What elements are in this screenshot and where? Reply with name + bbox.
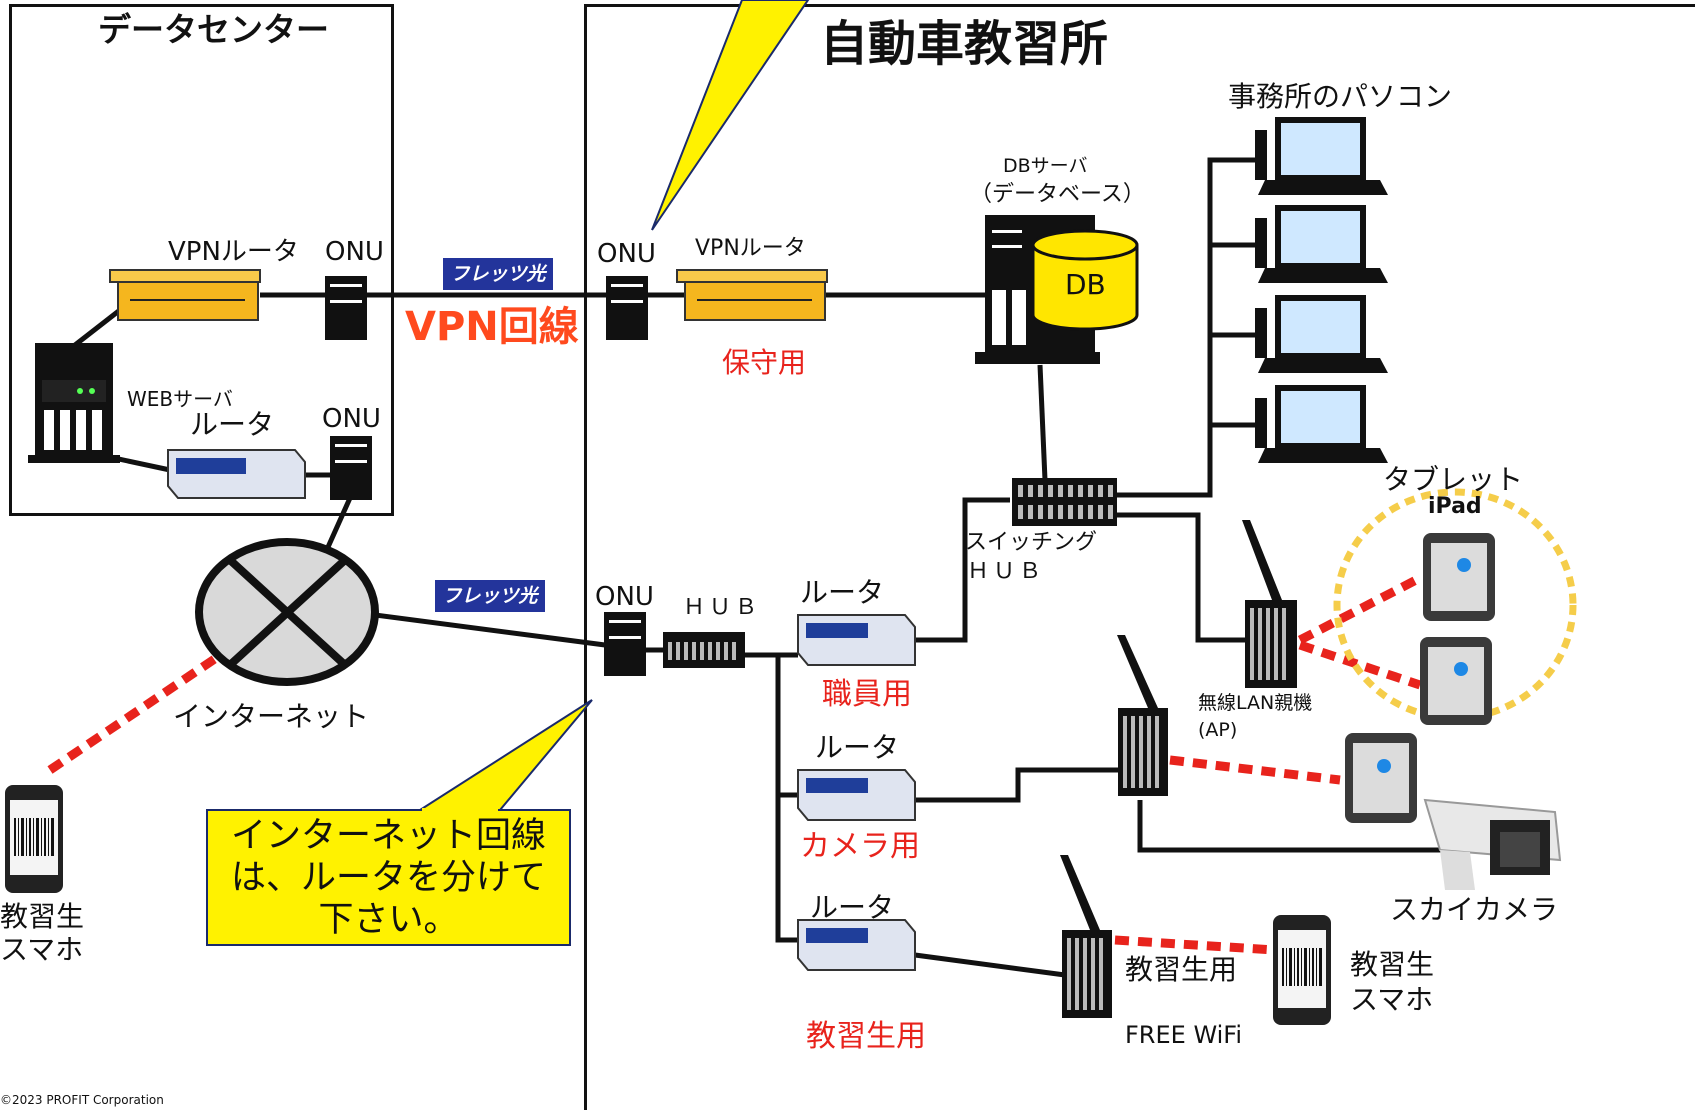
vpn-line-label: VPN回線 xyxy=(405,304,579,350)
db-server-label-2: （データベース） xyxy=(970,182,1145,207)
router-dc-icon xyxy=(167,449,306,499)
vpn-router-school-label: VPNルータ xyxy=(695,236,806,261)
wireless-ap-tablet2 xyxy=(1298,640,1422,690)
pc-icon-2 xyxy=(1255,205,1388,283)
vpn-router-school-icon xyxy=(676,269,828,321)
pc-bus xyxy=(1115,157,1255,498)
datacenter-title: データセンター xyxy=(98,10,329,49)
tablet-icon-3 xyxy=(1345,733,1417,823)
db-label: DB xyxy=(1065,268,1106,301)
callout-internet-text: インターネット回線 は、ルータを分けて 下さい。 xyxy=(207,815,570,941)
router-camera-label: ルータ xyxy=(815,731,900,764)
tablet-label-2: iPad xyxy=(1428,494,1482,519)
onu-dc-bottom-label: ONU xyxy=(322,404,381,434)
camera-use-label: カメラ用 xyxy=(800,829,920,864)
internet-label: インターネット xyxy=(173,700,370,733)
hub-label: ＨＵＢ xyxy=(683,595,762,620)
onu-dc-top-icon xyxy=(325,276,367,340)
wireless-wifi-phone xyxy=(1114,935,1276,955)
school-title: 自動車教習所 xyxy=(820,16,1109,72)
router-camera-icon xyxy=(797,769,916,821)
student-phone-left-label-1: 教習生 xyxy=(0,900,85,933)
switching-hub-label-1: スイッチング xyxy=(965,530,1098,555)
vpn-router-dc-label: VPNルータ xyxy=(168,237,299,267)
callout-bottom-pointer xyxy=(416,699,593,811)
db-server-label-1: DBサーバ xyxy=(1003,155,1088,177)
student-phone-left-label-2: スマホ xyxy=(0,933,84,966)
copyright: ©2023 PROFIT Corporation xyxy=(0,1093,164,1107)
vpn-router-dc-icon xyxy=(109,269,261,321)
office-pcs-label: 事務所のパソコン xyxy=(1228,80,1453,113)
onu-school-top-icon xyxy=(606,276,648,340)
tablet-label-1: タブレット xyxy=(1383,463,1524,496)
school-region xyxy=(584,4,1695,1110)
wlan-ap-icon xyxy=(1242,520,1297,688)
free-wifi-ap-icon xyxy=(1060,855,1112,1018)
onu-dc-top-label: ONU xyxy=(325,237,384,267)
router-staff-label: ルータ xyxy=(800,576,885,609)
flets-bottom-label: フレッツ光 xyxy=(442,585,538,607)
maintenance-label: 保守用 xyxy=(722,346,807,379)
staff-use-label: 職員用 xyxy=(822,677,912,712)
internet-to-onu xyxy=(374,612,606,648)
router-student-label: ルータ xyxy=(810,891,895,924)
onu-school-bottom-label: ONU xyxy=(595,582,654,612)
internet-icon xyxy=(195,538,379,686)
datacenter-region xyxy=(9,4,394,516)
web-to-vpn-router xyxy=(73,308,122,347)
switching-hub-label-2: ＨＵＢ xyxy=(967,559,1046,584)
flets-top-label: フレッツ光 xyxy=(450,263,546,285)
sky-camera-label: スカイカメラ xyxy=(1390,893,1559,926)
ap-to-camera xyxy=(1137,800,1450,853)
camera-router-to-ap xyxy=(915,767,1120,803)
hub-icon xyxy=(663,632,745,668)
office-pc-icons xyxy=(1255,117,1388,463)
callout-line-2: は、ルータを分けて xyxy=(230,858,546,898)
switch-to-ap xyxy=(1115,512,1245,643)
switching-hub-icon xyxy=(1012,478,1117,526)
wlan-ap-label-2: (AP) xyxy=(1198,719,1238,741)
flets-logo-bottom: フレッツ光 xyxy=(435,580,545,612)
pc-icon-1 xyxy=(1255,117,1388,195)
sky-camera-icon xyxy=(1423,798,1562,890)
wlan-ap-label-1: 無線LAN親機 xyxy=(1198,692,1313,714)
tablet-group-ring xyxy=(1333,488,1577,722)
student-phone-left-icon xyxy=(5,785,63,893)
router-dc-label: ルータ xyxy=(190,408,275,441)
student-use-label: 教習生用 xyxy=(806,1019,926,1054)
db-to-switch xyxy=(1037,364,1048,481)
free-wifi-label-2: FREE WiFi xyxy=(1125,1021,1243,1049)
callout-top-pointer xyxy=(651,0,810,231)
db-server-icon xyxy=(975,215,1139,364)
flets-logo-top: フレッツ光 xyxy=(443,258,553,290)
pc-icon-4 xyxy=(1255,385,1388,463)
student-phone-right-icon xyxy=(1273,915,1331,1025)
wireless-ap2-tablet3 xyxy=(1169,755,1341,785)
callout-line-3: 下さい。 xyxy=(318,900,459,940)
callout-line-1: インターネット回線 xyxy=(230,816,546,856)
student-phone-right-label-2: スマホ xyxy=(1350,983,1434,1016)
pc-icon-3 xyxy=(1255,295,1388,373)
callout-bottom-box xyxy=(206,809,571,946)
wireless-phone-internet xyxy=(47,648,228,774)
wireless-ap-tablet1 xyxy=(1297,574,1423,644)
router-staff-icon xyxy=(797,614,916,666)
web-server-label: WEBサーバ xyxy=(127,387,233,411)
camera-ap-icon xyxy=(1117,635,1168,796)
onu-dc-bottom-icon xyxy=(330,436,372,500)
onu-school-bottom-icon xyxy=(604,612,646,676)
student-router-to-wifi xyxy=(914,952,1066,978)
onu-school-top-label: ONU xyxy=(597,239,656,269)
free-wifi-label-1: 教習生用 xyxy=(1125,953,1238,986)
web-server-icon xyxy=(28,343,120,463)
switch-to-staff-router xyxy=(915,497,1010,643)
tablet-icon-2 xyxy=(1420,637,1492,725)
student-phone-right-label-1: 教習生 xyxy=(1350,948,1435,981)
router-student-icon xyxy=(797,919,916,971)
tablet-icon-1 xyxy=(1423,533,1495,621)
